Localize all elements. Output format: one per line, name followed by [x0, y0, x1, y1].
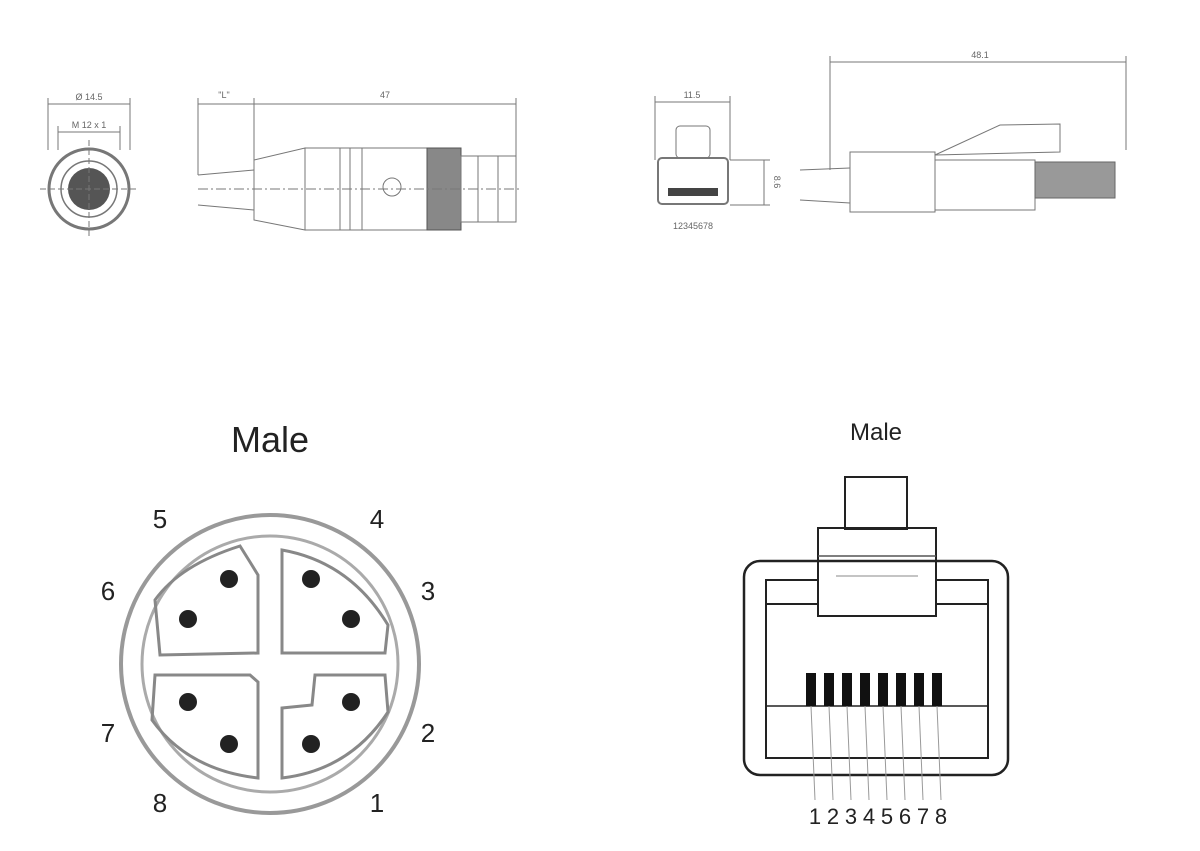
rj45-leader-4	[864, 705, 870, 801]
m12-contact-4	[302, 570, 320, 588]
dim-rj45-length: 48.1	[971, 50, 989, 60]
m12-contact-5	[220, 570, 238, 588]
rj45-latch-cover	[934, 123, 1061, 156]
cable-bottom-edge	[197, 204, 255, 211]
rj45-contact-3	[842, 673, 852, 706]
rj45-leader-6	[900, 705, 906, 801]
m12-pin-label-5: 5	[153, 504, 167, 534]
m12-pin-label-1: 1	[370, 788, 384, 818]
dim-cable-length: "L"	[218, 90, 229, 100]
rj45-leader-7	[918, 705, 924, 801]
rj45-pin-label-3: 3	[845, 804, 857, 829]
rj45-contact-8	[932, 673, 942, 706]
rj45-plug-tip	[1034, 161, 1116, 199]
m12-contact-6	[179, 610, 197, 628]
m12-contact-2	[342, 693, 360, 711]
m12-pin-label-3: 3	[421, 576, 435, 606]
m12-contact-3	[342, 610, 360, 628]
m12-quadrant-bottom-right	[280, 673, 390, 780]
rj45-leader-group	[810, 705, 942, 801]
rj45-body-outer	[742, 559, 1010, 777]
m12-pin-label-7: 7	[101, 718, 115, 748]
m12-pin-label-6: 6	[101, 576, 115, 606]
rj45-pin-label-6: 6	[899, 804, 911, 829]
rj45-housing	[934, 159, 1036, 211]
m12-pin-label-4: 4	[370, 504, 384, 534]
rj45-body-inner	[765, 579, 989, 759]
rj45-side-view	[799, 56, 1127, 213]
m12-contact-8	[220, 735, 238, 753]
m12-quadrant-bottom-left	[150, 673, 260, 780]
rj45-contact-6	[896, 673, 906, 706]
rj45-contact-group	[806, 673, 942, 706]
m12-contact-7	[179, 693, 197, 711]
rj45-pin-label-5: 5	[881, 804, 893, 829]
rj45-front-latch	[675, 125, 711, 159]
m12-pin-label-8: 8	[153, 788, 167, 818]
m12-side-view	[197, 98, 520, 231]
rj45-contact-1	[806, 673, 816, 706]
dim-thread: M 12 x 1	[72, 120, 107, 130]
m12-contact-1	[302, 735, 320, 753]
dim-outer-diameter: Ø 14.5	[75, 92, 102, 102]
rj45-pin-label-8: 8	[935, 804, 947, 829]
m12-pinout: Male 1 2 3 4 5 6 7 8	[101, 419, 435, 818]
rj45-contact-2	[824, 673, 834, 706]
rj45-front-pin-numbers: 12345678	[673, 221, 713, 231]
rj45-pinout-title: Male	[850, 419, 902, 446]
m12-front-view	[40, 98, 138, 238]
rj45-pin-label-1: 1	[809, 804, 821, 829]
rj45-latch-tab	[844, 476, 908, 530]
rj45-pin-label-4: 4	[863, 804, 875, 829]
rj45-leader-3	[846, 705, 852, 801]
rj45-contact-7	[914, 673, 924, 706]
rj45-cable-top	[799, 167, 851, 171]
rj45-pin-label-7: 7	[917, 804, 929, 829]
rj45-leader-2	[828, 705, 834, 801]
rj45-pinout: Male 1 2 3 4 5 6 7 8	[742, 419, 1010, 829]
m12-quadrant-top-left	[153, 544, 260, 657]
m12-inner-shell	[140, 534, 400, 794]
rj45-boot	[849, 151, 936, 213]
rj45-contact-4	[860, 673, 870, 706]
dim-rj45-height: 8.6	[772, 176, 782, 189]
rj45-front-body	[657, 157, 729, 205]
cable-top-edge	[197, 169, 255, 176]
rj45-leader-1	[810, 705, 816, 801]
rj45-pin-label-2: 2	[827, 804, 839, 829]
rj45-front-contacts	[668, 188, 718, 196]
rj45-latch-body	[817, 527, 937, 617]
body-logo	[382, 177, 402, 197]
m12-quadrant-top-right	[280, 548, 390, 655]
rj45-front-view	[654, 96, 770, 206]
rj45-leader-5	[882, 705, 888, 801]
rj45-cable-bottom	[799, 199, 851, 204]
connector-front	[460, 155, 517, 223]
m12-pinout-title: Male	[231, 419, 309, 460]
m12-pin-label-2: 2	[421, 718, 435, 748]
dim-rj45-width: 11.5	[684, 90, 701, 100]
dim-overall-length: 47	[380, 90, 390, 100]
rj45-contact-5	[878, 673, 888, 706]
m12-outer-shell	[119, 513, 421, 815]
rj45-leader-8	[936, 705, 942, 801]
